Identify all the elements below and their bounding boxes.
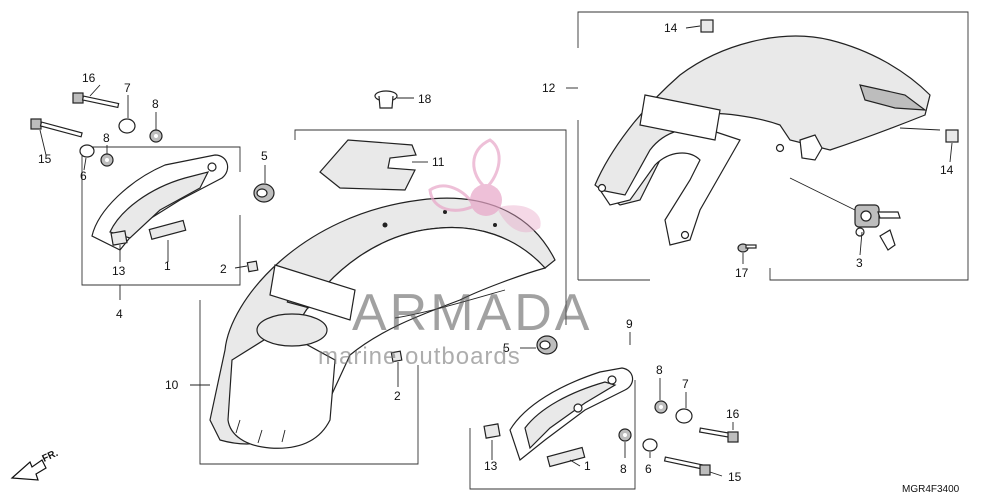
arrow-left-icon xyxy=(10,459,47,481)
inner-fender xyxy=(594,35,941,246)
clip-18 xyxy=(374,90,398,109)
bolt-16-left xyxy=(72,92,120,109)
nut-6-right xyxy=(642,438,658,452)
callout-15-left: 15 xyxy=(38,152,52,166)
callout-3: 3 xyxy=(856,256,863,270)
bolt-15-right xyxy=(663,456,711,476)
callout-5-right: 5 xyxy=(503,341,510,355)
bolt-15-left xyxy=(30,118,83,138)
propeller-logo xyxy=(428,138,541,233)
frame-center-left xyxy=(199,300,419,465)
grommet-right xyxy=(536,335,558,355)
callout-14-right: 14 xyxy=(940,163,954,177)
watermark-tagline: marine outboards xyxy=(318,343,521,370)
screw-17 xyxy=(737,243,757,253)
callout-8-left-top: 8 xyxy=(152,97,159,111)
callout-1-right: 1 xyxy=(584,459,591,473)
callout-5-left: 5 xyxy=(261,149,268,163)
callout-14-top: 14 xyxy=(664,21,678,35)
collar-7-left xyxy=(118,118,136,134)
callout-10: 10 xyxy=(165,378,179,392)
frame-left-bracket xyxy=(81,146,241,286)
callout-7-left: 7 xyxy=(124,81,131,95)
callout-18: 18 xyxy=(418,92,432,106)
helmet-lock xyxy=(854,204,901,251)
callout-6-left: 6 xyxy=(80,169,87,183)
washer-8-right-bottom xyxy=(618,428,632,442)
callout-16-left: 16 xyxy=(82,71,96,85)
clip-2-lower xyxy=(390,350,403,363)
grommet-left xyxy=(253,183,275,203)
callout-2-upper: 2 xyxy=(220,262,227,276)
callout-labels: 16 7 8 8 15 6 13 1 4 5 18 11 2 2 10 5 9 … xyxy=(38,21,954,484)
pad-14-top xyxy=(700,19,714,33)
callout-9: 9 xyxy=(626,317,633,331)
direction-label: FR. xyxy=(41,448,60,465)
callout-8-right-bottom: 8 xyxy=(620,462,627,476)
frame-upper-right xyxy=(577,11,969,281)
collar-7-right xyxy=(675,408,693,424)
callout-7-right: 7 xyxy=(682,377,689,391)
right-bracket xyxy=(483,367,634,468)
front-direction-indicator: FR. xyxy=(10,448,60,481)
rear-fender xyxy=(209,197,556,449)
clip-2-upper xyxy=(246,260,259,273)
pad-14-right xyxy=(945,129,959,143)
rubber-pad xyxy=(319,139,417,191)
callout-13-left: 13 xyxy=(112,264,126,278)
callout-15-right: 15 xyxy=(728,470,742,484)
callout-16-right: 16 xyxy=(726,407,740,421)
callout-4: 4 xyxy=(116,307,123,321)
diagram-code: MGR4F3400 xyxy=(902,484,960,495)
callout-1-left: 1 xyxy=(164,259,171,273)
frame-center-fender xyxy=(294,129,567,325)
callout-2-lower: 2 xyxy=(394,389,401,403)
nut-6-left xyxy=(79,144,95,158)
callout-13-right: 13 xyxy=(484,459,498,473)
callout-8-right-top: 8 xyxy=(656,363,663,377)
leader-lines xyxy=(39,25,953,477)
watermark-brand: ARMADA xyxy=(352,284,592,342)
callout-8-left-bottom: 8 xyxy=(103,131,110,145)
washer-8-right-top xyxy=(654,400,668,414)
washer-8-left-bottom xyxy=(100,153,114,167)
left-bracket xyxy=(91,154,229,251)
bolt-16-right xyxy=(698,427,739,443)
washer-8-left-top xyxy=(149,129,163,143)
callout-17: 17 xyxy=(735,266,749,280)
callout-6-right: 6 xyxy=(645,462,652,476)
watermark: ARMADA marine outboards xyxy=(318,138,592,370)
callout-12: 12 xyxy=(542,81,556,95)
frame-right-bracket xyxy=(469,380,636,490)
callout-11: 11 xyxy=(432,155,445,169)
